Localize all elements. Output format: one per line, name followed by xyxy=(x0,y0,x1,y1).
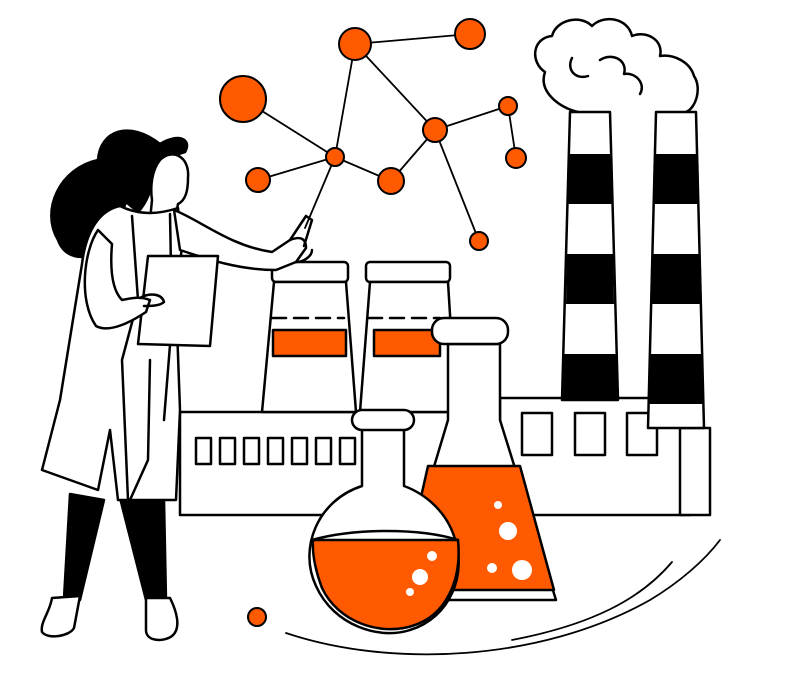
smokestack-left xyxy=(560,110,620,402)
floor-swoosh-lines xyxy=(285,539,721,656)
floating-orange-dot xyxy=(247,607,267,627)
scientist-shoe-left xyxy=(40,594,82,638)
round-flask-bubbles xyxy=(406,551,437,596)
silo-tank-left xyxy=(260,260,358,414)
scientist-arm-holding xyxy=(83,228,152,330)
scientist-legs xyxy=(62,492,168,602)
factory-windows-right xyxy=(520,411,659,457)
smoke-cloud xyxy=(534,17,699,114)
scientist-face xyxy=(148,153,190,222)
molecule-atoms xyxy=(219,18,527,251)
smokestack-right xyxy=(646,110,706,430)
factory-windows-left xyxy=(194,436,357,466)
round-bottom-flask xyxy=(308,408,460,635)
silo-tank-right xyxy=(358,260,458,414)
scientist-woman xyxy=(40,129,314,642)
molecule-bonds xyxy=(242,33,517,242)
molecule-network xyxy=(219,18,527,251)
erlenmeyer-bubbles xyxy=(487,501,532,580)
scientist-shoe-right xyxy=(144,596,179,642)
